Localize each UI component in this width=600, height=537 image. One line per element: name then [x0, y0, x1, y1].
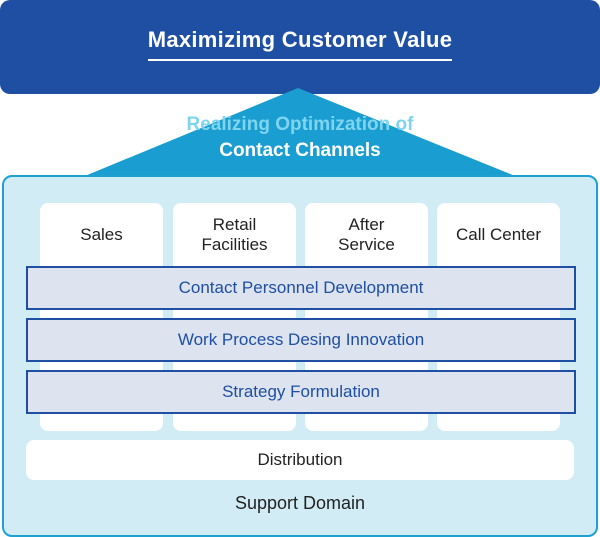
support-domain-label: Support Domain — [234, 493, 366, 513]
band-contact-personnel-development: Contact Personnel Development — [26, 266, 576, 310]
top-banner: Maximizimg Customer Value — [0, 0, 600, 94]
column-label-sales: Sales — [80, 225, 123, 244]
top-title: Maximizimg Customer Value — [147, 27, 453, 61]
column-label-call-center: Call Center — [455, 225, 542, 244]
column-label-after-service: After Service — [338, 215, 395, 254]
column-label-retail-facilities: Retail Facilities — [201, 215, 268, 254]
roof-line-2: Contact Channels — [219, 140, 381, 161]
distribution-bar: Distribution — [26, 440, 574, 480]
roof-line-1: Realizing Optimization of — [186, 114, 414, 135]
roof-text: Realizing Optimization of Contact Channe… — [120, 112, 480, 164]
band-strategy-formulation: Strategy Formulation — [26, 370, 576, 414]
band-work-process-innovation: Work Process Desing Innovation — [26, 318, 576, 362]
